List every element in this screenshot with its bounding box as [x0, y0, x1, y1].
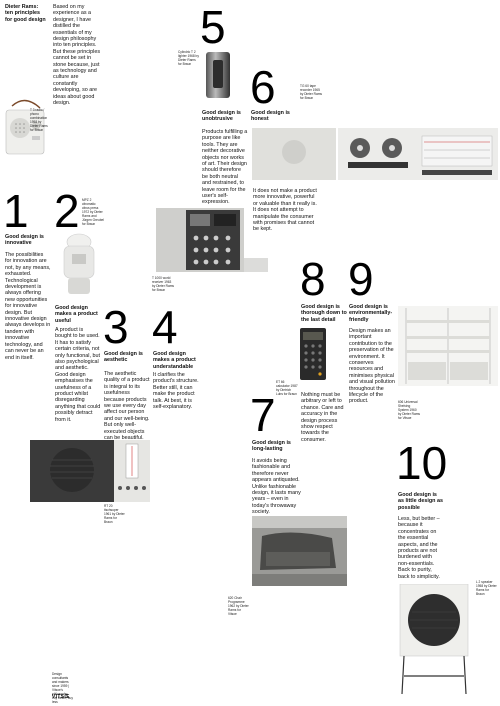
number-5: 5: [200, 1, 226, 53]
number-6: 6: [250, 61, 276, 113]
number-1: 1: [3, 185, 29, 237]
number-8: 8: [300, 253, 326, 305]
calculator-caption: ET 66 calculator 1987 by Dietrich Lubs f…: [276, 380, 298, 396]
principle-2-text: A product is bought to be used. It has t…: [55, 327, 101, 423]
number-4: 4: [152, 301, 178, 353]
principle-5-title: Good design is unobtrusive: [202, 110, 241, 123]
principle-5-text: Products fulfilling a purpose are like t…: [202, 129, 248, 206]
principle-3-title: Good design is aesthetic: [104, 351, 143, 364]
shelving-image: [398, 306, 498, 386]
principle-9-title: Good design is environmentally-friendly: [349, 304, 393, 323]
number-9: 9: [348, 253, 374, 305]
radio-image: [4, 96, 46, 156]
calculator-image: [298, 328, 328, 382]
worldreceiver-caption: T 1000 world receiver 1963 by Dieter Ram…: [152, 276, 174, 292]
number-10: 10: [396, 437, 448, 489]
principle-1-title: Good design is innovative: [5, 234, 44, 247]
chair-caption: 620 Chair Programme 1962 by Dieter Rams …: [228, 596, 249, 616]
principle-7-text: It avoids being fashionable and therefor…: [252, 458, 301, 516]
number-2: 2: [54, 185, 80, 237]
number-3: 3: [103, 301, 129, 353]
principle-2-title: Good design makes a product useful: [55, 305, 98, 324]
principle-8-title: Good design is thorough down to the last…: [301, 304, 347, 323]
tapedeck-image: [252, 126, 498, 182]
worldreceiver-image: [152, 206, 270, 276]
intro-text: Based on my experience as a designer, I …: [53, 4, 101, 107]
footer-text: Design consultants and makers since 1959…: [52, 672, 73, 704]
shelving-caption: 606 Universal Shelving System 1960 by Di…: [398, 400, 420, 420]
principle-9-text: Design makes an important contribution t…: [349, 328, 395, 405]
principle-3-text: The aesthetic quality of a product is in…: [104, 371, 150, 442]
audio-caption: RT 20 tischsuper 1961 by Dieter Rams for…: [104, 504, 125, 524]
principle-10-title: Good design is as little design as possi…: [398, 492, 443, 511]
audio-image: [30, 440, 150, 504]
principle-6-text: It does not make a product more innovati…: [253, 188, 317, 233]
principle-7-title: Good design is long-lasting: [252, 440, 291, 453]
principle-8-text: Nothing must be arbitrary or left to cha…: [301, 392, 344, 443]
principle-6-title: Good design is honest: [251, 110, 290, 123]
principle-4-title: Good design makes a product understandab…: [153, 351, 196, 370]
cylindric-image: [202, 52, 234, 100]
principle-4-text: It clarifies the product's structure. Be…: [153, 372, 199, 411]
juicer-image: [56, 232, 102, 298]
juicer-caption: MPZ 2 citromatic citrus press 1972 by Di…: [82, 198, 104, 226]
speaker-image: [398, 583, 470, 696]
radio-caption: T 3 radio / phono combination 1958 by Di…: [30, 108, 48, 132]
vitsoe-logo: VITSŒ: [52, 694, 70, 700]
tapedeck-caption: TG 60 tape recorder 1965 by Dieter Rams …: [300, 84, 322, 100]
speaker-caption: L 2 speaker 1958 by Dieter Rams for Brau…: [476, 580, 497, 596]
number-7: 7: [250, 389, 276, 441]
principle-1-text: The possibilities for innovation are not…: [5, 252, 51, 361]
chair-image: [252, 516, 347, 586]
poster-title: Dieter Rams: ten principles for good des…: [5, 4, 46, 23]
principle-10-text: Less, but better – because it concentrat…: [398, 516, 440, 580]
cylindric-caption: Cylindric T 2 lighter 1968 by Dieter Ram…: [178, 50, 199, 66]
